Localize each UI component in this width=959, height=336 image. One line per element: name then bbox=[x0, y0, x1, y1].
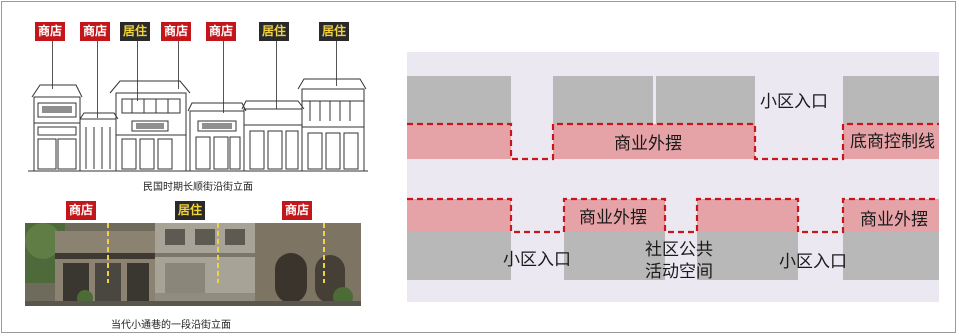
commercial-display-zone bbox=[843, 199, 939, 232]
building-block bbox=[843, 76, 939, 124]
building-block bbox=[843, 232, 939, 280]
tag-shop: 商店 bbox=[35, 22, 66, 41]
building-block bbox=[553, 76, 653, 124]
label-commercial-display: 商业外摆 bbox=[614, 134, 682, 154]
leader-line bbox=[137, 41, 138, 101]
frontage-control-line bbox=[407, 122, 939, 234]
commercial-display-zone bbox=[553, 124, 755, 159]
leader-line bbox=[223, 41, 224, 113]
label-commercial-display: 商业外摆 bbox=[579, 208, 647, 228]
label-community-entrance: 小区入口 bbox=[503, 250, 571, 270]
tag-residential: 居住 bbox=[120, 22, 151, 41]
tag-residential: 居住 bbox=[319, 22, 350, 41]
label-commercial-display: 商业外摆 bbox=[860, 210, 928, 230]
frontage-diagram: 小区入口 商业外摆 底商控制线 商业外摆 商业外摆 小区入口 社区公共 活动空间… bbox=[407, 52, 939, 302]
commercial-display-zone bbox=[407, 124, 511, 159]
tag-shop: 商店 bbox=[282, 201, 313, 220]
commercial-display-zone bbox=[564, 199, 665, 232]
label-frontage-control-line: 底商控制线 bbox=[850, 132, 935, 152]
tag-shop: 商店 bbox=[66, 201, 97, 220]
tag-residential: 居住 bbox=[259, 22, 290, 41]
label-public-space-line1: 社区公共 bbox=[645, 240, 713, 260]
label-community-entrance: 小区入口 bbox=[760, 92, 828, 112]
commercial-display-zone bbox=[843, 124, 939, 159]
sketch-caption: 民国时期长顺街沿街立面 bbox=[143, 182, 253, 193]
tag-shop: 商店 bbox=[206, 22, 237, 41]
tag-residential: 居住 bbox=[175, 201, 206, 220]
leader-line bbox=[178, 41, 179, 89]
tag-shop: 商店 bbox=[80, 22, 111, 41]
street-photo bbox=[25, 223, 361, 306]
building-block bbox=[656, 76, 755, 124]
building-block bbox=[564, 232, 665, 280]
photo-caption: 当代小通巷的一段沿街立面 bbox=[111, 320, 231, 331]
building-block bbox=[407, 232, 511, 280]
leader-line bbox=[336, 41, 337, 86]
commercial-display-zone bbox=[407, 199, 511, 232]
label-community-entrance: 小区入口 bbox=[779, 252, 847, 272]
leader-line bbox=[52, 41, 53, 89]
leader-line bbox=[97, 41, 98, 118]
leader-line bbox=[276, 41, 277, 109]
commercial-display-zone bbox=[697, 199, 798, 232]
building-block bbox=[697, 232, 798, 280]
historic-facade-sketch bbox=[28, 78, 368, 172]
tag-shop: 商店 bbox=[161, 22, 192, 41]
label-public-space-line2: 活动空间 bbox=[645, 262, 713, 282]
building-block bbox=[407, 76, 511, 124]
